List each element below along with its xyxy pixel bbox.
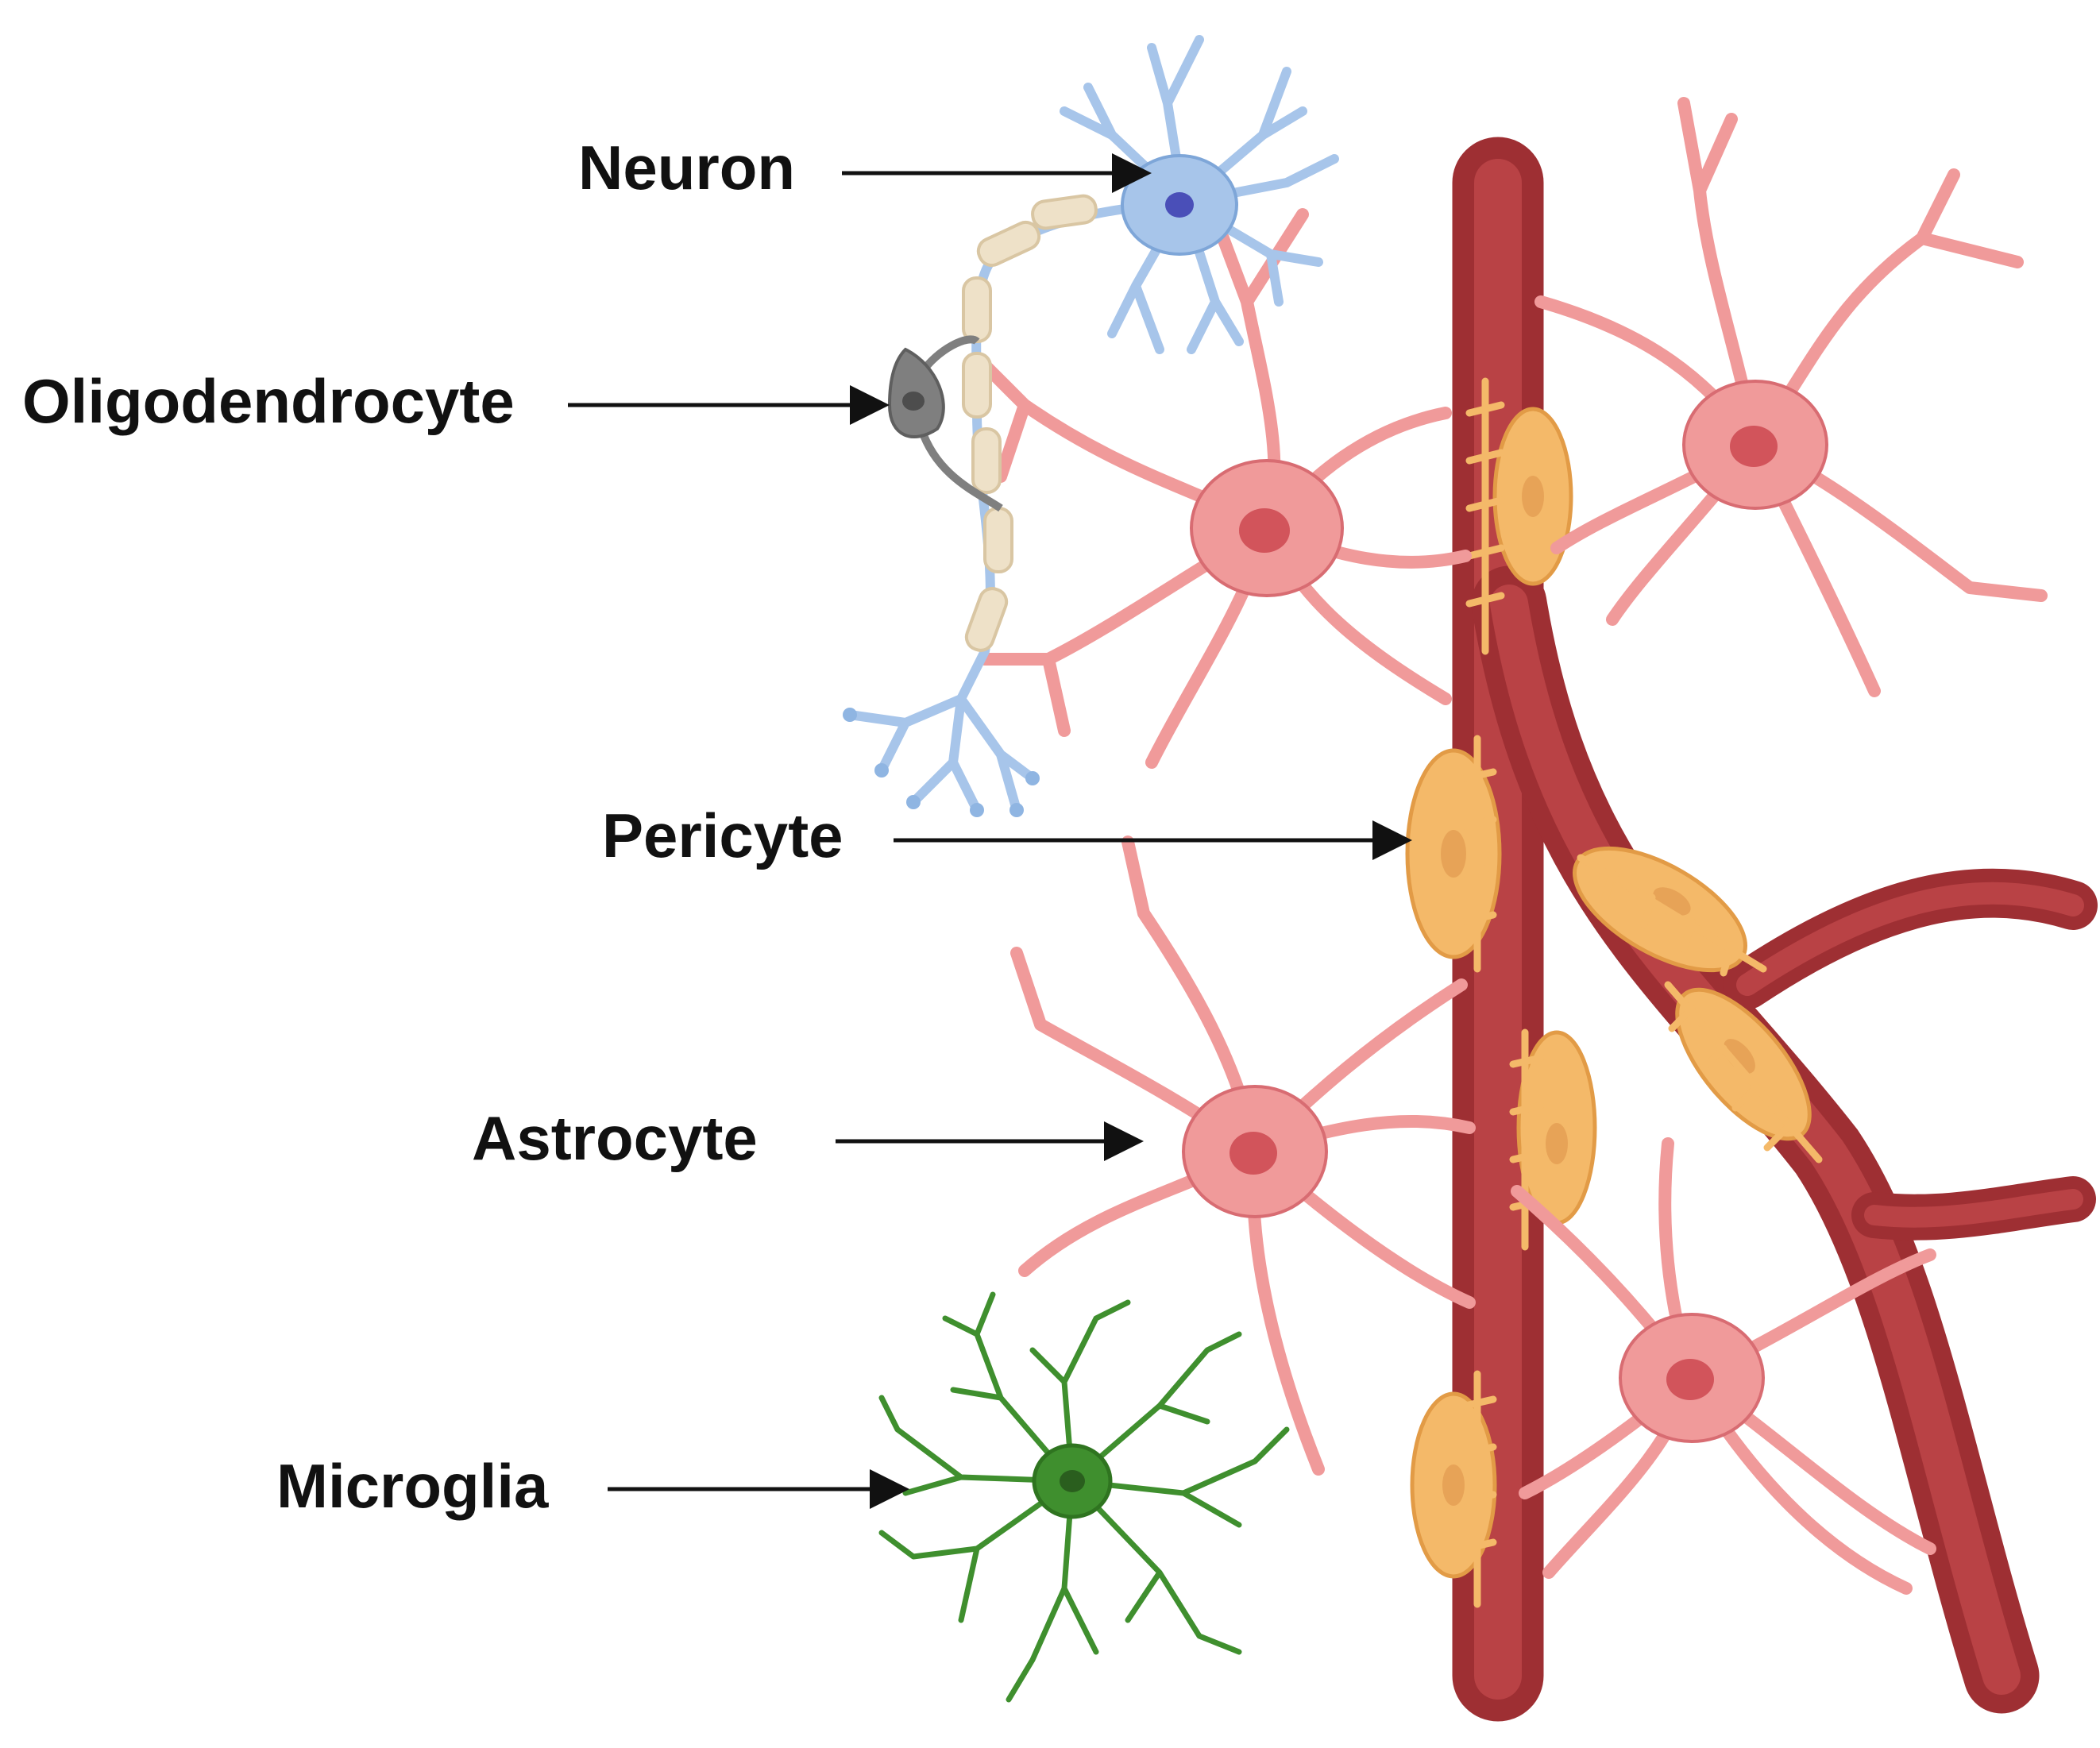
microglia-label: Microglia bbox=[276, 1451, 549, 1521]
neuron-label: Neuron bbox=[578, 133, 795, 203]
oligodendrocyte-icon bbox=[887, 335, 1003, 512]
astrocyte-icon bbox=[1534, 97, 2048, 697]
pericyte-icon bbox=[1405, 377, 1823, 1608]
neuron-icon bbox=[843, 35, 1339, 817]
label-arrows bbox=[568, 153, 1412, 1509]
oligodendrocyte-label: Oligodendrocyte bbox=[22, 366, 515, 436]
pericyte-label: Pericyte bbox=[602, 801, 843, 870]
blood-vessel-icon bbox=[1452, 137, 2098, 1722]
microglia-icon bbox=[878, 1291, 1290, 1703]
astrocyte-icon bbox=[1511, 1137, 1936, 1595]
astrocyte-label: Astrocyte bbox=[472, 1103, 758, 1173]
astrocyte-icon bbox=[1010, 835, 1476, 1476]
astrocyte-icon bbox=[971, 208, 1472, 769]
